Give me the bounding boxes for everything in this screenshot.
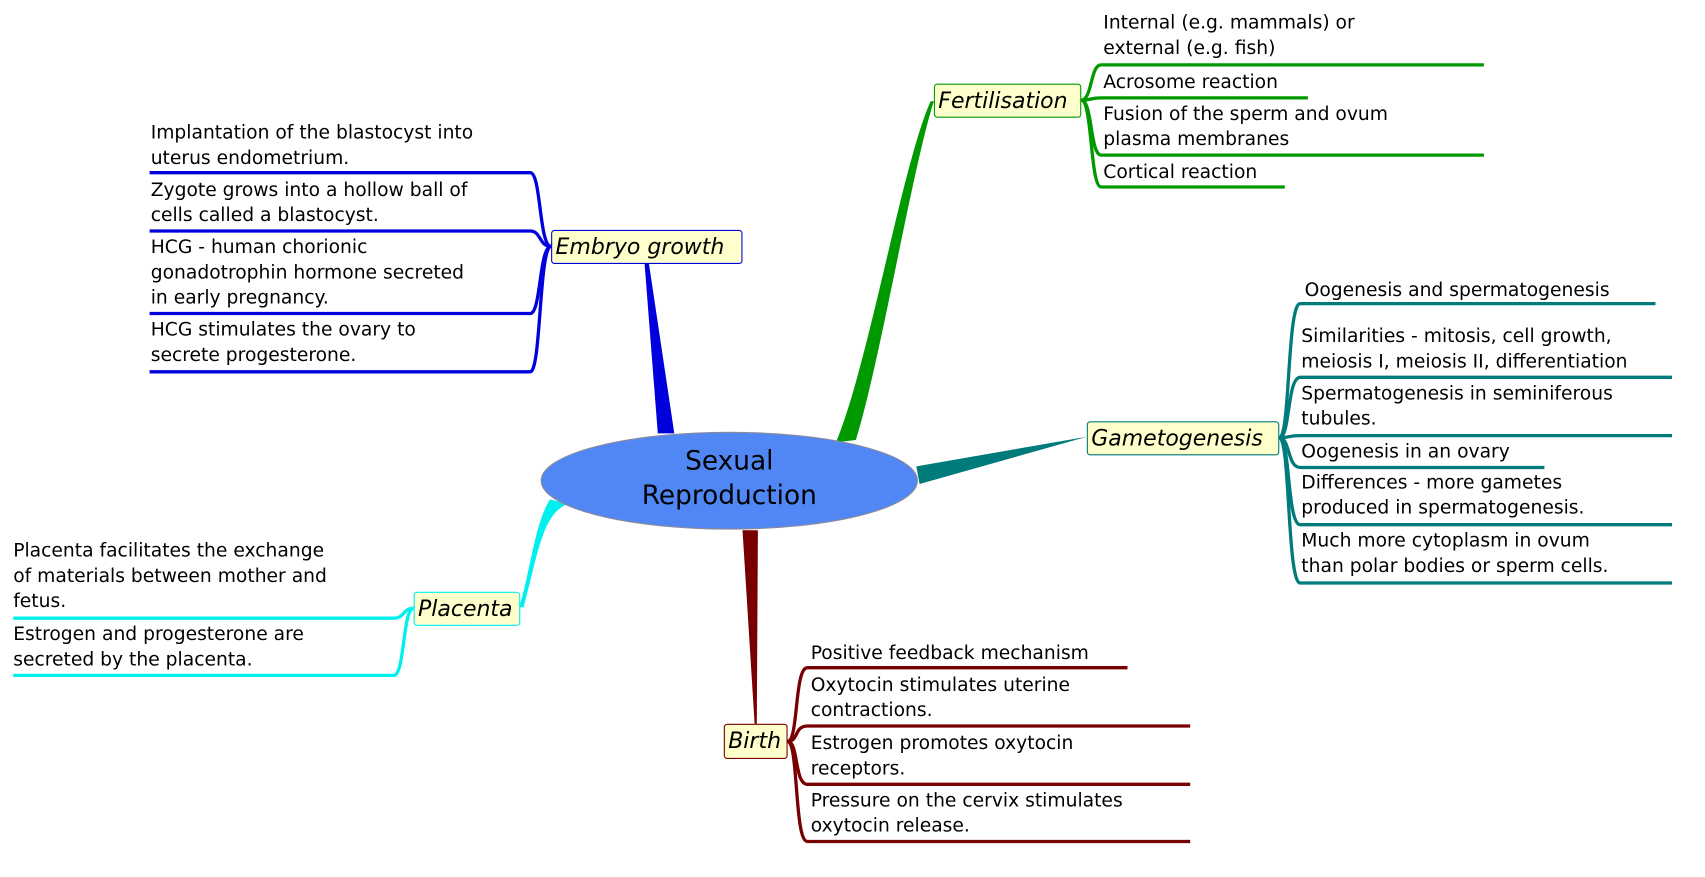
fertilisation-item[interactable]: Cortical reaction [1103, 161, 1258, 184]
fertilisation-item[interactable]: Internal (e.g. mammals) or external (e.g… [1103, 12, 1355, 60]
gametogenesis-item[interactable]: Oogenesis in an ovary [1301, 441, 1510, 464]
node-birth[interactable]: Birth [723, 723, 788, 759]
node-fertilisation[interactable]: Fertilisation [933, 83, 1082, 118]
birth-item[interactable]: Oxytocin stimulates uterine contractions… [810, 674, 1071, 722]
center-node[interactable]: Sexual Reproduction [641, 445, 817, 511]
placenta-item[interactable]: Estrogen and progesterone are secreted b… [13, 623, 304, 671]
gametogenesis-item[interactable]: Spermatogenesis in seminiferous tubules. [1301, 382, 1613, 431]
birth-item[interactable]: Estrogen promotes oxytocin receptors. [810, 732, 1074, 780]
branch-embryo [644, 264, 675, 434]
center-node-shape [540, 431, 918, 530]
branch-birth [742, 530, 758, 724]
placenta-item[interactable]: Placenta facilitates the exchange of mat… [13, 540, 327, 613]
gametogenesis-item[interactable]: Much more cytoplasm in ovum than polar b… [1301, 530, 1609, 578]
branch-gametogenesis [916, 436, 1087, 484]
embryo-item[interactable]: HCG - human chorionic gonadotrophin horm… [150, 236, 465, 310]
fertilisation-item[interactable]: Fusion of the sperm and ovum plasma memb… [1103, 103, 1389, 151]
embryo-item[interactable]: Zygote grows into a hollow ball of cells… [150, 179, 468, 227]
branch-placenta [519, 499, 568, 608]
birth-item[interactable]: Positive feedback mechanism [810, 642, 1089, 665]
gametogenesis-item[interactable]: Oogenesis and spermatogenesis [1304, 279, 1610, 302]
embryo-item[interactable]: Implantation of the blastocyst into uter… [150, 122, 474, 170]
fertilisation-item[interactable]: Acrosome reaction [1103, 71, 1278, 94]
gametogenesis-item[interactable]: Similarities - mitosis, cell growth, mei… [1301, 325, 1628, 373]
node-embryo-growth[interactable]: Embryo growth [551, 229, 743, 264]
node-gametogenesis[interactable]: Gametogenesis [1086, 421, 1280, 456]
gametogenesis-item[interactable]: Differences - more gametes produced in s… [1301, 471, 1585, 520]
branch-fertilisation [836, 101, 934, 443]
embryo-item[interactable]: HCG stimulates the ovary to secrete prog… [150, 319, 416, 367]
node-placenta[interactable]: Placenta [413, 591, 521, 626]
birth-item[interactable]: Pressure on the cervix stimulates oxytoc… [810, 789, 1123, 838]
